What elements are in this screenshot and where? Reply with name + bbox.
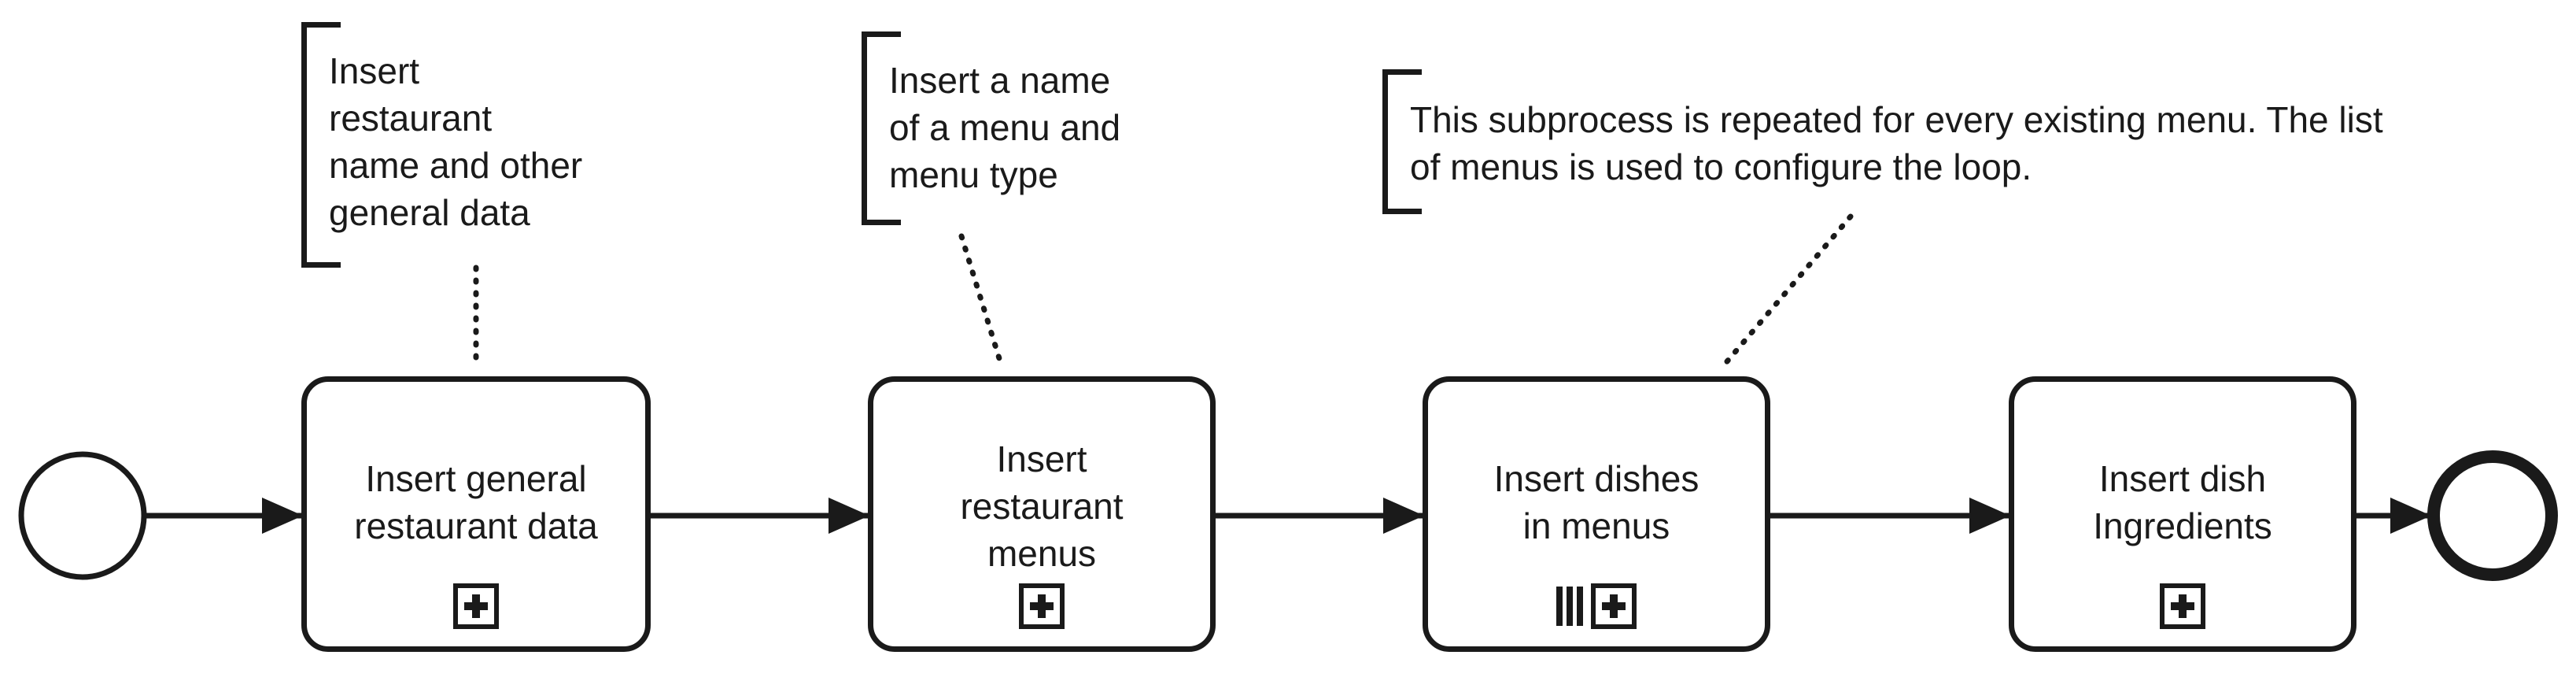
annotation-text-1: Insert restaurant name and other general… [329, 50, 583, 233]
subprocess-plus-icon[interactable] [1019, 583, 1065, 629]
annotation-bracket-1[interactable] [301, 22, 341, 268]
task-label: Insert dish Ingredients [2093, 458, 2272, 546]
task-markers [873, 583, 1210, 629]
task-label: Insert restaurant menus [960, 439, 1124, 574]
task-insert-general-restaurant-data[interactable]: Insert general restaurant data [301, 376, 651, 652]
task-markers [307, 583, 645, 629]
task-insert-restaurant-menus[interactable]: Insert restaurant menus [868, 376, 1216, 652]
task-markers [1428, 583, 1765, 629]
task-label: Insert general restaurant data [354, 458, 598, 546]
task-label: Insert dishes in menus [1493, 458, 1699, 546]
subprocess-plus-icon[interactable] [2160, 583, 2205, 629]
association-line-2[interactable] [958, 233, 1005, 369]
subprocess-plus-icon[interactable] [1591, 583, 1637, 629]
annotation-text-2: Insert a name of a menu and menu type [889, 60, 1121, 195]
subprocess-plus-icon[interactable] [453, 583, 499, 629]
task-markers [2014, 583, 2351, 629]
annotation-bracket-3[interactable] [1382, 69, 1422, 214]
task-insert-dishes-in-menus[interactable]: Insert dishes in menus [1423, 376, 1770, 652]
start-event-icon[interactable] [18, 451, 147, 580]
end-event-icon[interactable] [2427, 450, 2558, 581]
annotation-bracket-2[interactable] [862, 31, 901, 225]
association-line-3[interactable] [1720, 213, 1854, 369]
multi-instance-loop-icon [1556, 587, 1583, 626]
annotation-text-3: This subprocess is repeated for every ex… [1410, 99, 2383, 187]
task-insert-dish-ingredients[interactable]: Insert dish Ingredients [2009, 376, 2356, 652]
